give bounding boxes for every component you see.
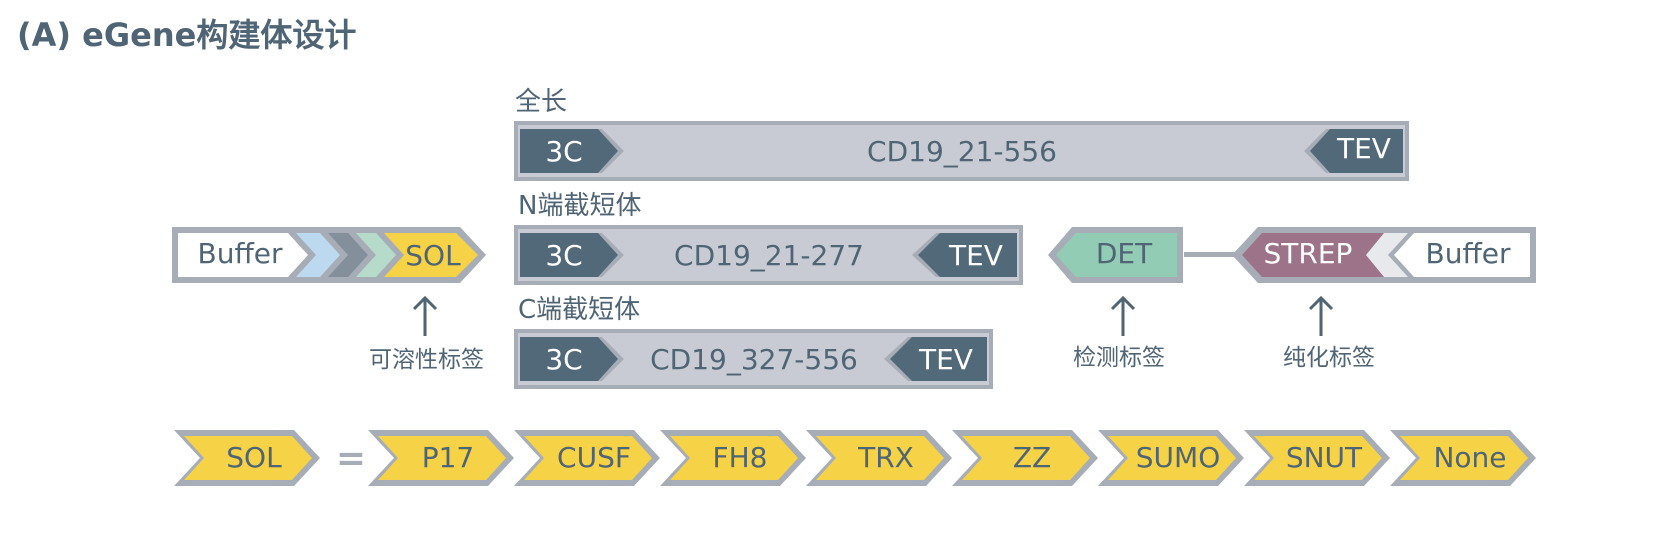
det-text: DET — [1096, 237, 1153, 270]
chevron-blue — [296, 233, 340, 277]
up-arrow-icon — [1110, 295, 1136, 336]
option-text: FH8 — [713, 441, 768, 474]
equals-sign: = — [336, 438, 366, 479]
option-text: ZZ — [1013, 441, 1051, 474]
option-text: None — [1433, 441, 1506, 474]
3c-cleavage-tag — [520, 129, 618, 173]
buffer-block — [1394, 233, 1530, 277]
purification-tag-annotation: 纯化标签 — [1283, 345, 1375, 371]
insert-text: CD19_327-556 — [650, 343, 858, 376]
det-tag: DET — [1048, 227, 1183, 283]
option-text: TRX — [857, 441, 914, 474]
full-length-construct: 3C CD19_21-556 TEV — [514, 121, 1409, 181]
option-text: P17 — [422, 441, 475, 474]
up-arrow-icon — [1308, 295, 1334, 336]
chevron-slate — [328, 233, 368, 277]
strep-block — [1242, 233, 1386, 277]
sol-block — [384, 233, 478, 277]
n-truncation-label: N端截短体 — [518, 191, 642, 221]
sol-text: SOL — [405, 239, 461, 272]
insert-text: CD19_21-556 — [867, 135, 1057, 168]
3c-tag-text: 3C — [545, 343, 582, 376]
tev-tag-text: TEV — [918, 343, 973, 376]
tev-tag-text: TEV — [1336, 132, 1391, 165]
buffer-block — [178, 233, 308, 277]
sol-text: SOL — [226, 441, 282, 474]
chevron-mint — [356, 233, 396, 277]
insert-text: CD19_21-277 — [674, 239, 864, 272]
tev-cleavage-tag — [1310, 129, 1403, 173]
c-truncation-construct: 3C CD19_327-556 TEV — [514, 329, 993, 389]
3c-tag-text: 3C — [545, 135, 582, 168]
n-truncation-construct: 3C CD19_21-277 TEV — [514, 225, 1023, 285]
strep-text: STREP — [1264, 237, 1353, 270]
tev-tag-text: TEV — [948, 239, 1003, 272]
detection-tag-annotation: 检测标签 — [1073, 345, 1165, 371]
right-module: STREP Buffer — [1232, 227, 1536, 283]
figure-title: (A) eGene构建体设计 — [17, 16, 357, 54]
solubility-tag-annotation: 可溶性标签 — [369, 347, 484, 373]
linker-line — [1184, 252, 1240, 257]
left-module: Buffer SOL — [172, 227, 486, 283]
option-text: SNUT — [1286, 441, 1363, 474]
sol-options-row: SOL = P17 CUSF FH8 TRX ZZ SUMO SNUT None — [174, 430, 1536, 486]
3c-tag-text: 3C — [545, 239, 582, 272]
c-truncation-label: C端截短体 — [518, 295, 641, 325]
option-text: CUSF — [557, 441, 631, 474]
full-length-label: 全长 — [515, 87, 568, 117]
buffer-text: Buffer — [1426, 237, 1511, 270]
up-arrow-icon — [412, 295, 438, 336]
option-text: SUMO — [1136, 441, 1220, 474]
buffer-text: Buffer — [198, 237, 283, 270]
chevron-light — [1366, 233, 1408, 277]
